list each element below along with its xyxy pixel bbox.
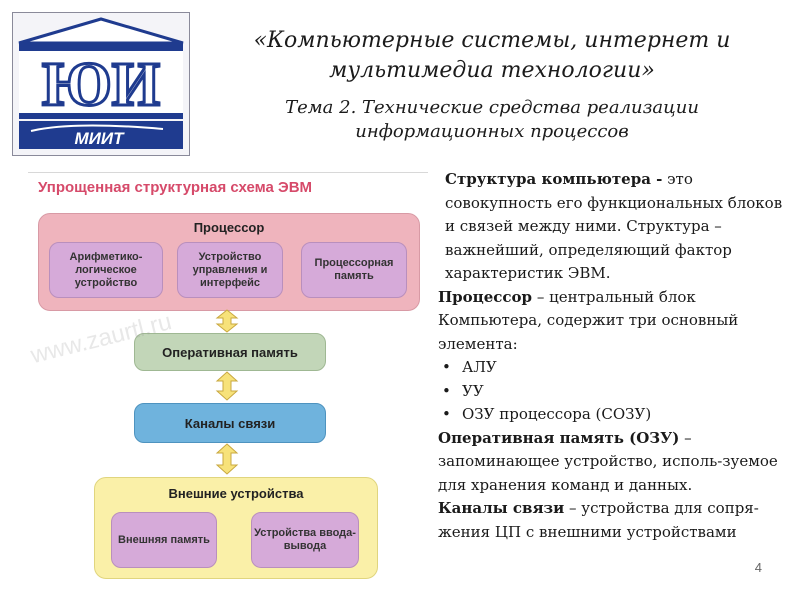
alu-block: Арифметико-логическое устройство <box>49 242 163 298</box>
external-devices-label: Внешние устройства <box>168 486 304 501</box>
processor-memory-block: Процессорная память <box>301 242 407 298</box>
external-devices-block: Внешние устройства Внешняя память Устрой… <box>94 477 378 579</box>
io-devices-block: Устройства ввода-вывода <box>251 512 359 568</box>
ram-block: Оперативная память <box>134 333 326 371</box>
term-structure: Структура компьютера - <box>445 170 663 188</box>
term-ram: Оперативная память (ОЗУ) <box>438 428 680 447</box>
processor-elements-list: АЛУ УУ ОЗУ процессора (СОЗУ) <box>438 356 790 427</box>
paragraph-ram: Оперативная память (ОЗУ) – запоминающее … <box>438 427 790 498</box>
processor-label: Процессор <box>193 220 265 235</box>
def-processor: – центральный блок Компьютера, содержит … <box>438 287 739 353</box>
list-item: УУ <box>438 380 790 404</box>
paragraph-structure: Структура компьютера - это совокупность … <box>438 168 790 286</box>
channels-block: Каналы связи <box>134 403 326 443</box>
double-arrow-icon <box>215 443 239 475</box>
slide-subtitle: Тема 2. Технические средства реализации … <box>285 97 699 142</box>
control-unit-block: Устройство управления и интерфейс <box>177 242 283 298</box>
paragraph-processor: Процессор – центральный блок Компьютера,… <box>438 286 790 357</box>
def-ram: – запоминающее устройство, исполь-зуемое… <box>438 428 778 494</box>
page-number: 4 <box>754 560 762 575</box>
processor-block: Процессор Арифметико-логическое устройст… <box>38 213 420 311</box>
logo-wordmark: МИИТ <box>75 129 126 148</box>
paragraph-channels: Каналы связи – устройства для сопря-жени… <box>438 497 790 544</box>
term-channels: Каналы связи <box>438 499 565 517</box>
miit-logo-graphic: ЮИ МИИТ <box>18 17 184 149</box>
def-channels: – устройства для сопря-жения ЦП с внешни… <box>438 499 759 541</box>
description-text: Структура компьютера - это совокупность … <box>438 168 790 544</box>
miit-logo: ЮИ МИИТ <box>12 12 190 156</box>
external-memory-block: Внешняя память <box>111 512 217 568</box>
computer-structure-diagram: Упрощенная структурная схема ЭВМ Процесс… <box>28 172 428 585</box>
slide-title: «Компьютерные системы, интернет и мульти… <box>253 28 731 83</box>
diagram-title: Упрощенная структурная схема ЭВМ <box>38 179 313 196</box>
double-arrow-icon <box>215 371 239 401</box>
logo-letters: ЮИ <box>42 51 160 119</box>
term-processor: Процессор <box>438 287 533 306</box>
list-item: ОЗУ процессора (СОЗУ) <box>438 403 790 427</box>
list-item: АЛУ <box>438 356 790 380</box>
def-structure: это совокупность его функциональных блок… <box>445 170 783 282</box>
double-arrow-icon <box>215 309 239 333</box>
